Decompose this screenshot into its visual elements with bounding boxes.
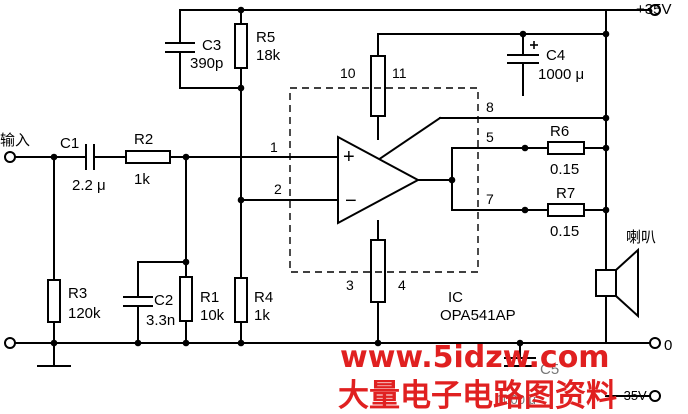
pin-2-label: 2 xyxy=(274,181,282,197)
junction-dot xyxy=(237,196,245,204)
c1-value: 2.2 μ xyxy=(72,177,106,194)
wires xyxy=(13,9,651,397)
terminals xyxy=(4,4,661,402)
junction-dot xyxy=(182,258,190,266)
junction-dot xyxy=(50,339,58,347)
pin-10-label: 10 xyxy=(340,65,356,81)
r2-ref: R2 xyxy=(134,131,153,148)
c2-ref: C2 xyxy=(154,292,173,309)
r5-value: 18k xyxy=(256,47,281,64)
supply-neg-terminal xyxy=(649,390,661,402)
r4-value: 1k xyxy=(254,307,270,324)
pin-8-label: 8 xyxy=(486,99,494,115)
r7-value: 0.15 xyxy=(550,223,579,240)
c3-ref: C3 xyxy=(202,37,221,54)
ic-prefix-label: IC xyxy=(448,289,463,306)
junctions xyxy=(50,6,610,347)
resistor-r6 xyxy=(547,141,585,155)
pin-5-label: 5 xyxy=(486,129,494,145)
junction-dot xyxy=(521,206,529,214)
r7-ref: R7 xyxy=(556,185,575,202)
junction-dot xyxy=(374,339,382,347)
ic-pin3-4-block xyxy=(370,239,386,303)
ic-opa541: + − xyxy=(289,87,479,273)
pin-1-label: 1 xyxy=(270,139,278,155)
watermark-url: www.5idzw.com xyxy=(340,340,610,375)
junction-dot xyxy=(516,339,524,347)
r3-value: 120k xyxy=(68,305,101,322)
input-ground-terminal xyxy=(4,337,16,349)
pin-3-label: 3 xyxy=(346,277,354,293)
supply-neg-label: −35V xyxy=(616,388,647,403)
ic-boundary xyxy=(289,87,479,273)
junction-dot xyxy=(521,144,529,152)
r4-ref: R4 xyxy=(254,289,273,306)
speaker-body xyxy=(595,269,617,297)
component-labels: 输入 C1 2.2 μ R2 1k R3 120k C2 3.3n R1 10k… xyxy=(0,1,672,407)
ic-pin10-11-block xyxy=(370,55,386,117)
r6-value: 0.15 xyxy=(550,161,579,178)
junction-dot xyxy=(237,339,245,347)
c2-value: 3.3n xyxy=(146,312,175,329)
opamp-triangle xyxy=(337,135,421,225)
resistor-r2 xyxy=(125,150,171,164)
c1-ref: C1 xyxy=(60,135,79,152)
r2-value: 1k xyxy=(134,171,150,188)
input-label: 输入 xyxy=(0,131,30,149)
wire-pin8-diag xyxy=(376,116,442,162)
supply-pos-terminal xyxy=(649,4,661,16)
r5-ref: R5 xyxy=(256,29,275,46)
input-terminal xyxy=(4,151,16,163)
watermark: www.5idzw.com 大量电子电路图资料 xyxy=(338,340,617,414)
junction-dot xyxy=(237,84,245,92)
junction-dot xyxy=(448,176,456,184)
resistors xyxy=(47,23,585,323)
pin-7-label: 7 xyxy=(486,191,494,207)
opamp-plus-sign: + xyxy=(343,146,355,168)
junction-dot xyxy=(237,6,245,14)
supply-pos-label: +35V xyxy=(636,1,671,18)
ground-label: 0 xyxy=(664,337,672,354)
c4-ref: C4 xyxy=(546,47,565,64)
r1-ref: R1 xyxy=(200,289,219,306)
junction-dot xyxy=(50,153,58,161)
r1-value: 10k xyxy=(200,307,225,324)
junction-dot xyxy=(602,30,610,38)
c5-value: 1000 μ xyxy=(496,392,536,407)
resistor-r4 xyxy=(234,277,248,323)
c5-ref: C5 xyxy=(540,361,559,378)
speaker-cone xyxy=(615,247,639,319)
watermark-title: 大量电子电路图资料 xyxy=(338,378,617,414)
resistor-r5 xyxy=(234,23,248,69)
c4-value: 1000 μ xyxy=(538,66,584,83)
junction-dot xyxy=(182,153,190,161)
pin-11-label: 11 xyxy=(392,65,407,81)
c3-value: 390p xyxy=(190,55,223,72)
resistor-r7 xyxy=(547,203,585,217)
r3-ref: R3 xyxy=(68,285,87,302)
ground-terminal xyxy=(649,337,661,349)
pin-4-label: 4 xyxy=(398,277,406,293)
pin-numbers: 1 2 3 4 5 7 8 10 11 xyxy=(270,65,494,293)
junction-dot xyxy=(182,339,190,347)
junction-dot xyxy=(602,144,610,152)
resistor-r3 xyxy=(47,279,61,323)
ic-part-label: OPA541AP xyxy=(440,307,516,324)
resistor-r1 xyxy=(179,276,193,322)
capacitors xyxy=(85,41,539,367)
junction-dot xyxy=(602,114,610,122)
junction-dot xyxy=(134,339,142,347)
junction-dot xyxy=(519,30,527,38)
speaker xyxy=(595,247,639,319)
r6-ref: R6 xyxy=(550,123,569,140)
speaker-label: 喇叭 xyxy=(626,228,656,246)
junction-dot xyxy=(602,206,610,214)
opamp-minus-sign: − xyxy=(345,190,357,212)
